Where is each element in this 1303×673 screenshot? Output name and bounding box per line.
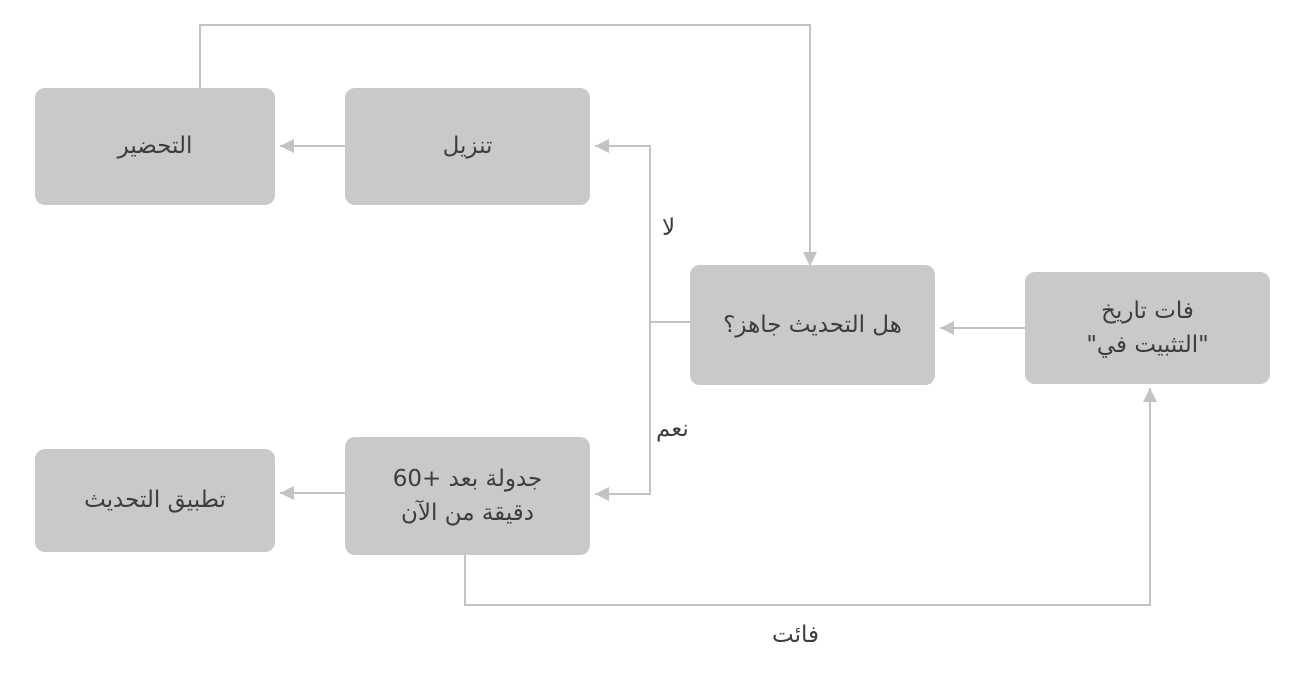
node-install-deadline-label: فات تاريخ "التثبيت في" <box>1086 297 1209 359</box>
node-download: تنزيل <box>345 88 590 205</box>
edge-schedule-missed-to-deadline <box>464 388 1157 606</box>
node-apply-update-label: تطبيق التحديث <box>84 487 226 514</box>
node-install-deadline: فات تاريخ "التثبيت في" <box>1025 272 1270 384</box>
edge-label-no: لا <box>662 215 676 241</box>
node-download-label: تنزيل <box>442 133 493 160</box>
node-apply-update: تطبيق التحديث <box>35 449 275 552</box>
node-schedule-update-label: جدولة بعد +60 دقيقة من الآن <box>392 465 543 527</box>
node-update-ready-label: هل التحديث جاهز؟ <box>723 311 902 338</box>
node-prepare: التحضير <box>35 88 275 205</box>
edge-label-missed: فائت <box>772 622 819 648</box>
node-update-ready-decision: هل التحديث جاهز؟ <box>690 265 935 385</box>
edge-ready-no-to-download <box>595 139 651 322</box>
edge-prepare-to-ready <box>199 24 817 266</box>
node-schedule-update: جدولة بعد +60 دقيقة من الآن <box>345 437 590 555</box>
edge-label-yes: نعم <box>656 416 689 442</box>
node-prepare-label: التحضير <box>117 133 193 160</box>
edge-ready-yes-to-schedule <box>595 322 651 501</box>
